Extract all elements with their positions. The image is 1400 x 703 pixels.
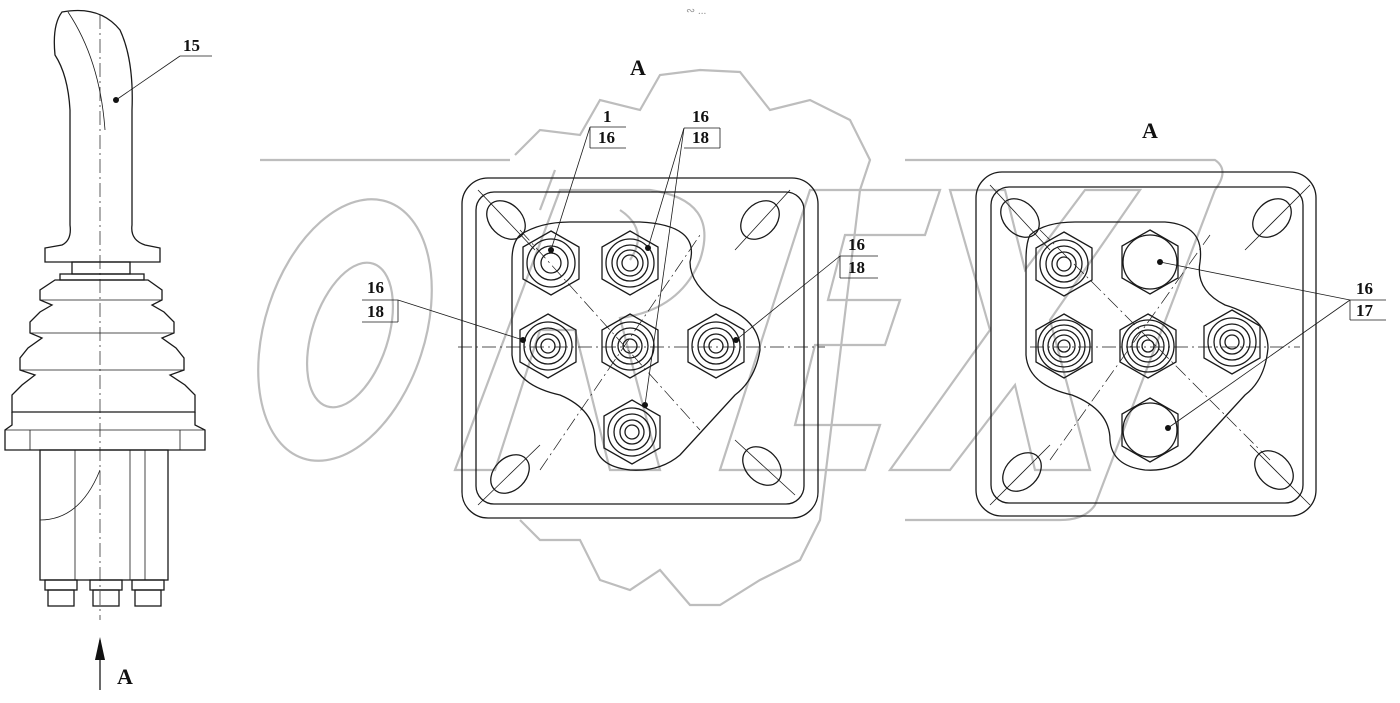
callouts-left-view: 1 16 16 18 16 18 16 18 <box>362 107 878 408</box>
watermark-logo <box>257 68 1224 607</box>
callout-15: 15 <box>183 36 200 55</box>
view-a-right: A <box>975 118 1386 517</box>
joystick-side-view: A 15 <box>4 9 212 690</box>
view-title-right: A <box>1142 118 1158 143</box>
callout-18-d: 18 <box>848 258 865 277</box>
callouts-right-view: 16 17 <box>1157 259 1386 431</box>
header-mark: ∾ ... <box>686 5 706 17</box>
callout-16-a: 16 <box>598 128 615 147</box>
mounting-slots-left <box>477 189 796 506</box>
callout-17: 17 <box>1356 301 1374 320</box>
hex-nuts-left <box>519 230 745 465</box>
callout-16-b: 16 <box>692 107 709 126</box>
callout-16-c: 16 <box>367 278 384 297</box>
hex-nuts-right <box>1035 229 1261 463</box>
arrow-view-label: A <box>117 664 133 689</box>
callout-18-b: 18 <box>692 128 709 147</box>
mounting-slots-right <box>989 184 1311 506</box>
view-a-left: A <box>362 55 878 519</box>
callout-16-d: 16 <box>848 235 865 254</box>
callout-18-c: 18 <box>367 302 384 321</box>
callout-1: 1 <box>603 107 612 126</box>
view-title-left: A <box>630 55 646 80</box>
callout-16-e: 16 <box>1356 279 1373 298</box>
